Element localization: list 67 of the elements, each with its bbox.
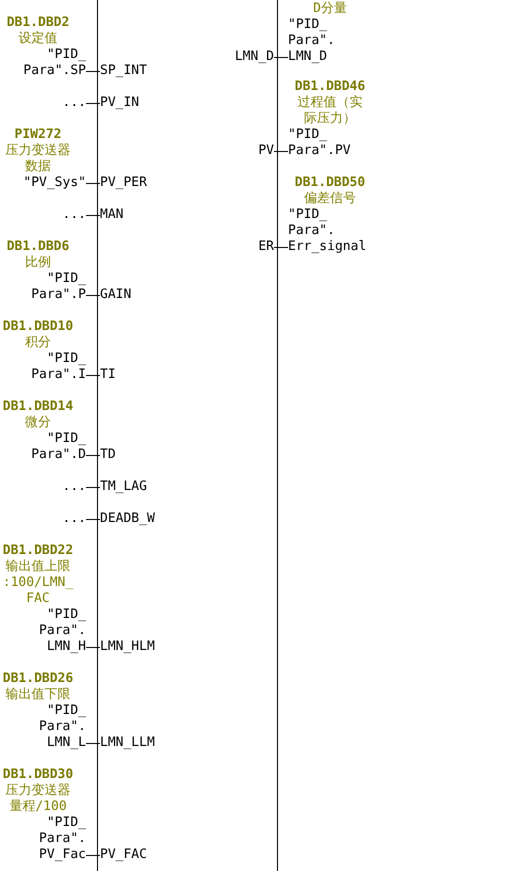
pin-line (86, 295, 100, 296)
operand-address: DB1.DBD2 (6, 15, 70, 31)
pin-line (86, 855, 100, 856)
input-pin-name: PV_FAC (100, 847, 147, 863)
empty-operand-field: ... (62, 479, 86, 495)
input-pin-name: GAIN (100, 287, 132, 303)
operand-comment: 输出值下限 (6, 687, 70, 703)
input-pin-name: TD (100, 447, 116, 463)
pin-line (86, 455, 100, 456)
operand-symbol: "PID_ Para". LMN_L (39, 703, 86, 751)
pin-line (86, 103, 100, 104)
input-pin-name: PV_IN (100, 95, 140, 111)
output-pin-name: PV (258, 143, 274, 159)
pin-line (274, 247, 288, 248)
input-pin-name: DEADB_W (100, 511, 155, 527)
operand-symbol: "PV_Sys" (23, 175, 86, 191)
input-pin-name: TM_LAG (100, 479, 147, 495)
input-pin-name: TI (100, 367, 116, 383)
operand-symbol: "PID_ Para". LMN_H (39, 607, 86, 655)
pin-line (86, 215, 100, 216)
operand-address: DB1.DBD22 (2, 543, 74, 559)
operand-symbol: "PID_ Para". PV_Fac (39, 815, 86, 863)
pin-line (86, 487, 100, 488)
operand-comment: 压力变送器数据 (4, 143, 72, 175)
operand-comment: D分量 (313, 1, 347, 17)
operand-address: PIW272 (14, 127, 62, 143)
input-pin-name: SP_INT (100, 63, 147, 79)
pin-line (86, 183, 100, 184)
operand-address: DB1.DBD26 (2, 671, 74, 687)
empty-operand-field: ... (62, 207, 86, 223)
operand-symbol: "PID_ Para".P (31, 271, 86, 303)
operand-comment: 过程值（实际压力） (296, 95, 364, 127)
operand-address: DB1.DBD14 (2, 399, 74, 415)
input-pin-name: LMN_LLM (100, 735, 155, 751)
pin-line (86, 519, 100, 520)
operand-symbol: "PID_ Para". Err_signal (288, 207, 366, 255)
output-pin-name: ER (258, 239, 274, 255)
operand-symbol: "PID_ Para".PV (288, 127, 351, 159)
operand-comment: 偏差信号 (304, 191, 356, 207)
operand-comment: 积分 (25, 335, 51, 351)
empty-operand-field: ... (62, 511, 86, 527)
function-block (97, 0, 278, 871)
operand-symbol: "PID_ Para".SP (23, 47, 86, 79)
operand-address: DB1.DBD50 (294, 175, 366, 191)
operand-symbol: "PID_ Para".I (31, 351, 86, 383)
operand-address: DB1.DBD30 (2, 767, 74, 783)
operand-comment: 微分 (25, 415, 51, 431)
operand-comment: 设定值 (18, 31, 58, 47)
output-pin-name: LMN_D (234, 49, 274, 65)
pin-line (274, 57, 288, 58)
pin-line (86, 71, 100, 72)
operand-address: DB1.DBD10 (2, 319, 74, 335)
empty-operand-field: ... (62, 95, 86, 111)
pin-line (86, 375, 100, 376)
pin-line (86, 743, 100, 744)
operand-address: DB1.DBD6 (6, 239, 70, 255)
operand-symbol: "PID_ Para".D (31, 431, 86, 463)
pin-line (274, 151, 288, 152)
operand-comment: 压力变送器量程/100 (4, 783, 72, 815)
operand-comment: 比例 (25, 255, 51, 271)
input-pin-name: MAN (100, 207, 124, 223)
operand-address: DB1.DBD46 (294, 79, 366, 95)
operand-symbol: "PID_ Para". LMN_D (288, 17, 335, 65)
pin-line (86, 647, 100, 648)
input-pin-name: PV_PER (100, 175, 147, 191)
input-pin-name: LMN_HLM (100, 639, 155, 655)
operand-comment: 输出值上限 :100/LMN_ FAC (2, 559, 74, 607)
